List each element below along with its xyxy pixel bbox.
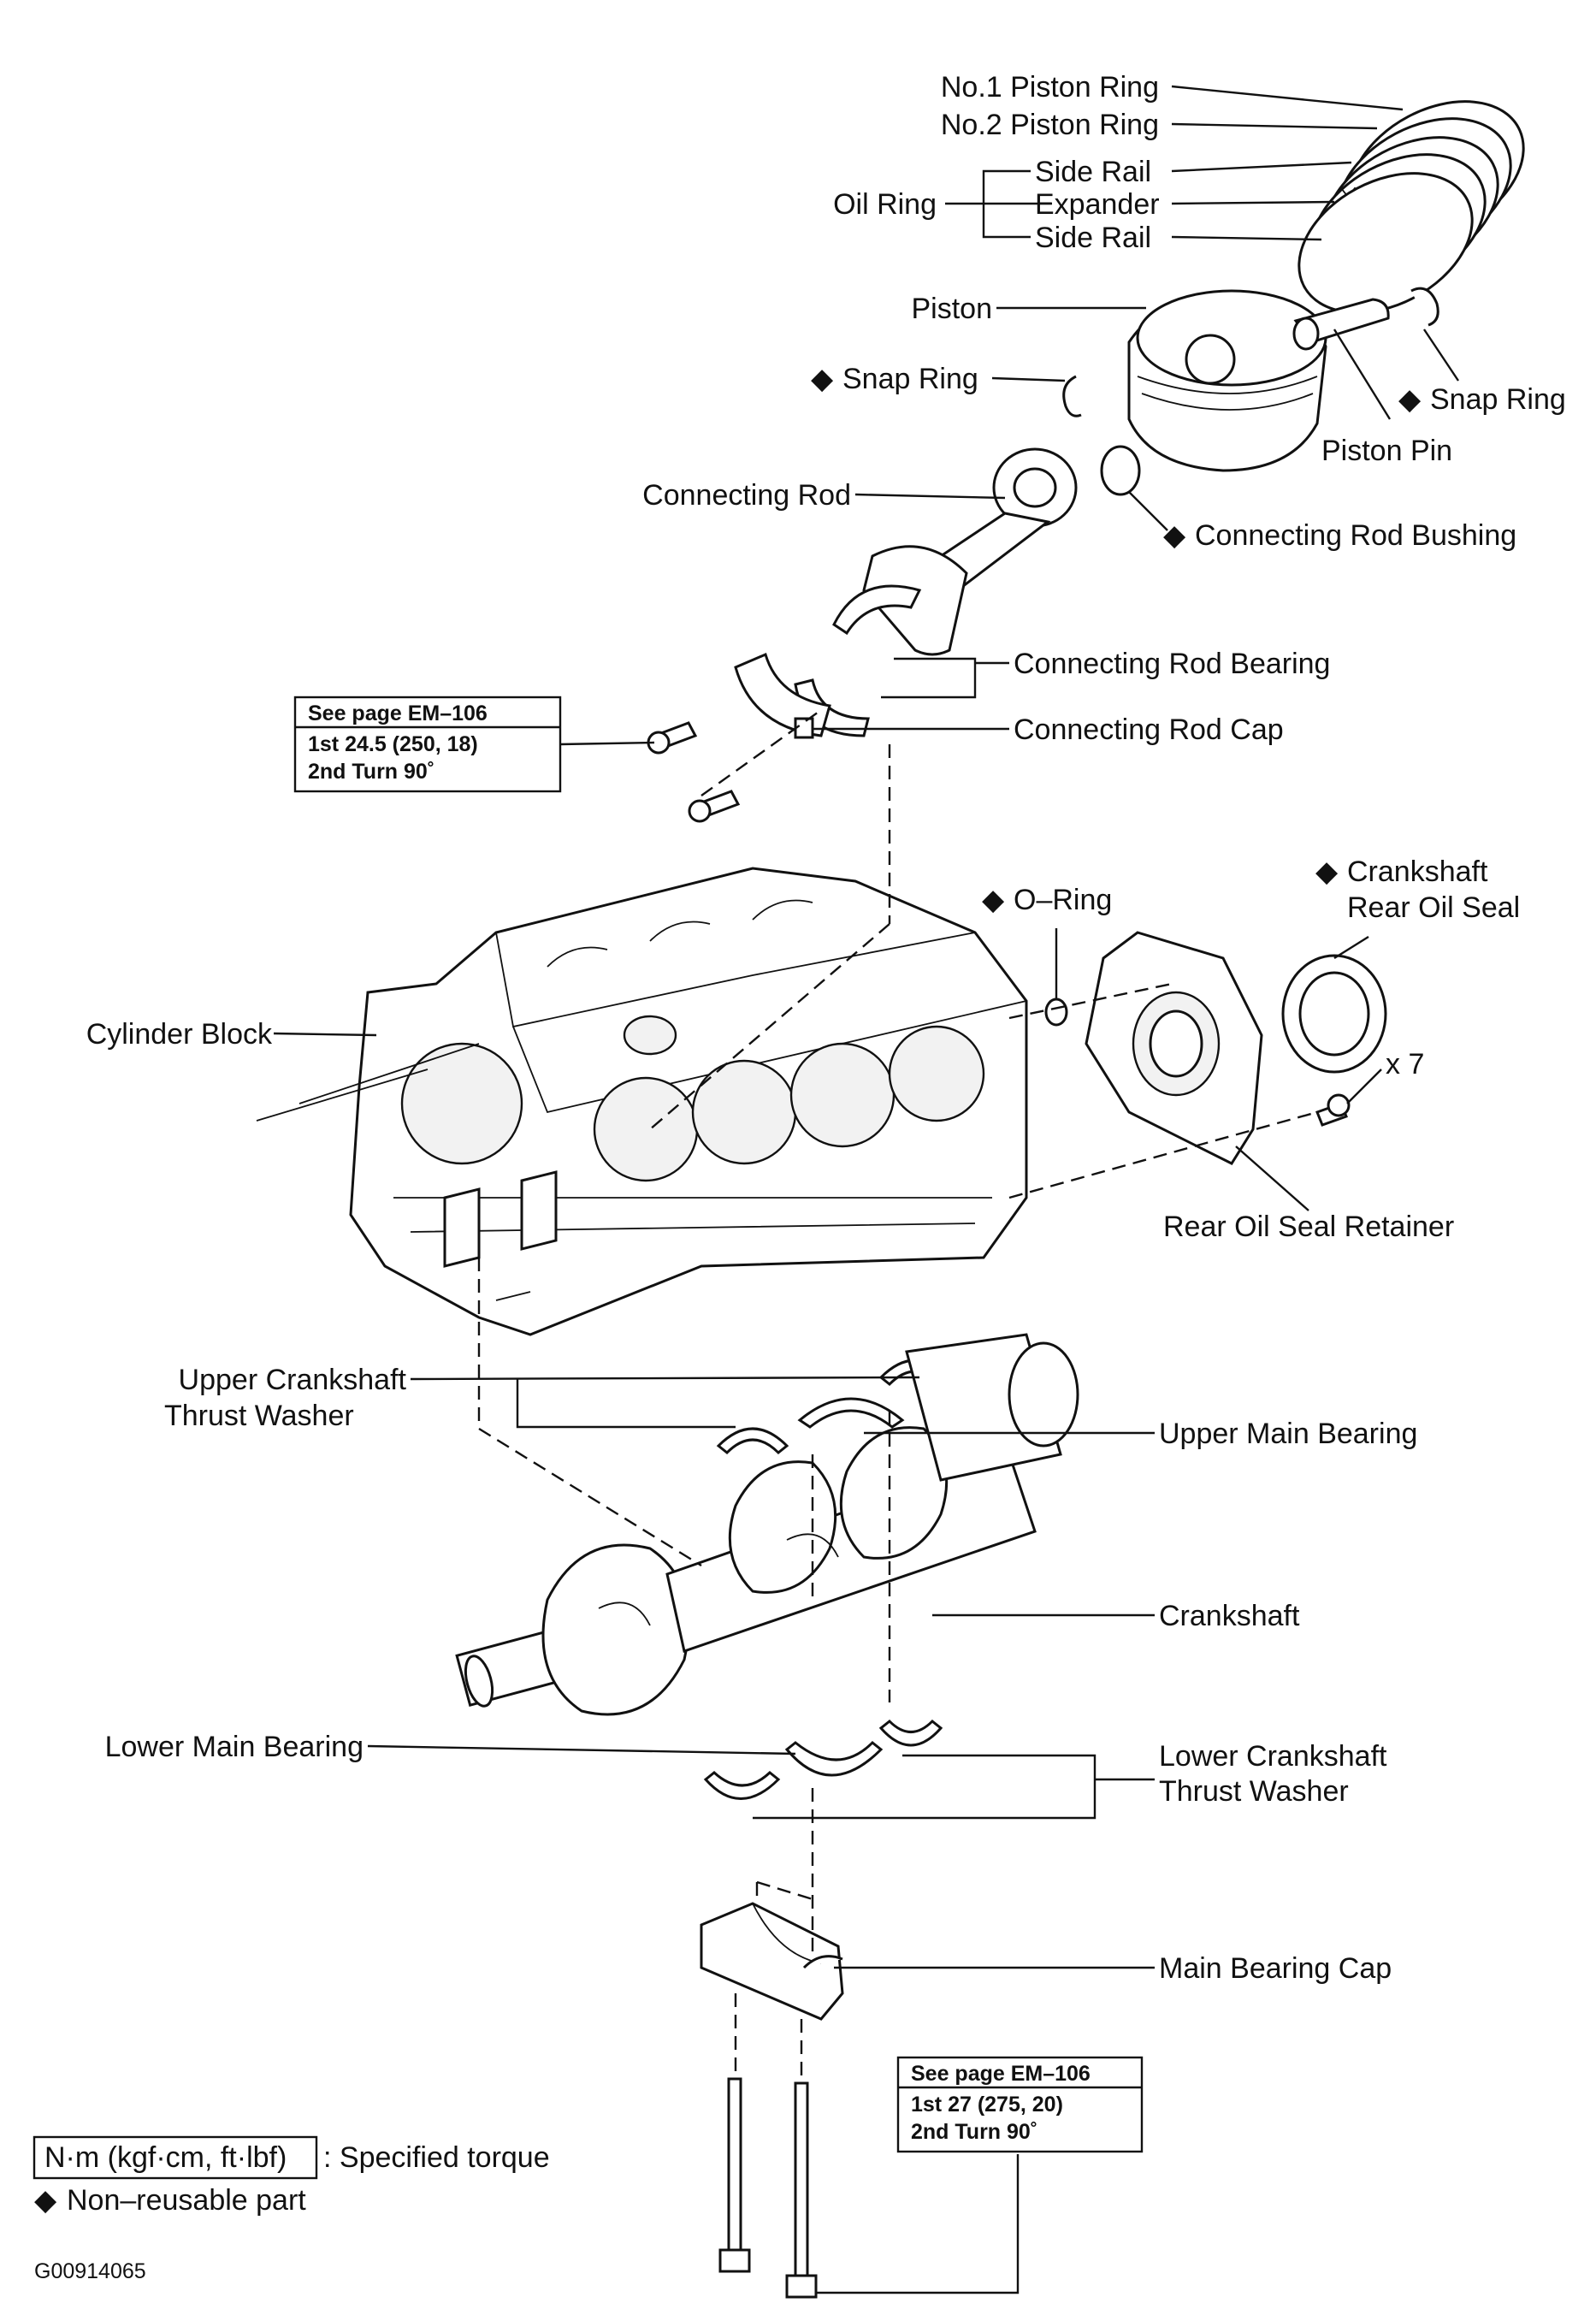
piston (1127, 289, 1327, 472)
label-side-rail-top: Side Rail (1035, 156, 1151, 188)
label-cylinder-block: Cylinder Block (86, 1018, 273, 1051)
label-connecting-rod-bearing: Connecting Rod Bearing (1014, 648, 1330, 680)
assembly-lines (477, 709, 1318, 2083)
label-connecting-rod-cap: Connecting Rod Cap (1014, 713, 1284, 746)
label-piston-ring-1: No.1 Piston Ring (941, 71, 1159, 104)
label-crankshaft-rear-oil-seal-l1: Crankshaft (1347, 856, 1488, 888)
label-side-rail-bottom: Side Rail (1035, 222, 1151, 254)
main-torque-step2: 2nd Turn 90˚ (911, 2120, 1037, 2144)
o-ring-shape (1044, 998, 1068, 1027)
connecting-rod-bushing-shape (1100, 445, 1141, 496)
legend-non-reusable: Non–reusable part (67, 2184, 306, 2217)
label-connecting-rod: Connecting Rod (642, 479, 851, 512)
label-upper-thrust-washer-l1: Upper Crankshaft (179, 1364, 407, 1396)
main-torque-title: See page EM–106 (911, 2062, 1091, 2086)
label-crankshaft-rear-oil-seal-l2: Rear Oil Seal (1347, 891, 1520, 924)
connecting-rod (862, 447, 1078, 656)
legend-marker: ◆ (34, 2184, 57, 2217)
part-labels: No.1 Piston Ring No.2 Piston Ring Side R… (86, 71, 1566, 1985)
lower-bearings (703, 1719, 943, 1800)
label-upper-main-bearing: Upper Main Bearing (1159, 1418, 1417, 1450)
main-bearing-cap-part (700, 1902, 844, 2021)
marker-connecting-rod-bushing: ◆ (1163, 519, 1186, 552)
rod-torque-step1: 1st 24.5 (250, 18) (308, 732, 478, 756)
piston-rings (1297, 100, 1525, 314)
label-rear-oil-seal-retainer: Rear Oil Seal Retainer (1163, 1211, 1454, 1243)
label-piston-ring-2: No.2 Piston Ring (941, 109, 1159, 141)
figure-id: G00914065 (34, 2259, 146, 2283)
label-crankshaft: Crankshaft (1159, 1600, 1300, 1632)
leader-lines (273, 85, 1459, 2294)
legend-torque-text: : Specified torque (323, 2141, 550, 2174)
main-bearing-bolts (718, 2077, 818, 2299)
rod-torque-step2: 2nd Turn 90˚ (308, 760, 434, 784)
piston-pin (1292, 298, 1390, 351)
label-main-bearing-cap: Main Bearing Cap (1159, 1952, 1392, 1985)
label-lower-thrust-washer-l1: Lower Crankshaft (1159, 1740, 1387, 1773)
main-torque-box: See page EM–106 1st 27 (275, 20) 2nd Tur… (896, 2056, 1144, 2153)
label-snap-ring-right: Snap Ring (1430, 383, 1566, 416)
label-snap-ring-left: Snap Ring (842, 363, 978, 395)
legend: N·m (kgf·cm, ft·lbf) : Specified torque … (33, 2135, 550, 2217)
snap-ring-left-shape (1062, 375, 1082, 417)
label-lower-thrust-washer-l2: Thrust Washer (1159, 1775, 1349, 1808)
crankshaft-part (455, 1333, 1079, 1716)
label-piston-pin: Piston Pin (1321, 435, 1452, 467)
marker-crankshaft-rear-oil-seal: ◆ (1315, 856, 1339, 888)
snap-ring-right-shape (1410, 287, 1439, 327)
label-connecting-rod-bushing: Connecting Rod Bushing (1195, 519, 1516, 552)
label-upper-thrust-washer-l2: Thrust Washer (164, 1400, 354, 1432)
label-oil-ring: Oil Ring (833, 188, 937, 221)
rod-torque-box: See page EM–106 1st 24.5 (250, 18) 2nd T… (293, 696, 562, 793)
crankshaft-rear-oil-seal (1281, 954, 1387, 1074)
marker-snap-ring-left: ◆ (811, 363, 834, 395)
label-x7: x 7 (1386, 1048, 1424, 1080)
rod-bolts (647, 721, 741, 823)
retainer-bolt (1315, 1093, 1351, 1127)
rear-oil-seal-retainer (1085, 931, 1263, 1165)
cylinder-block (256, 867, 1028, 1336)
marker-snap-ring-right: ◆ (1398, 383, 1422, 416)
label-piston: Piston (912, 293, 993, 325)
label-expander: Expander (1035, 188, 1160, 221)
label-o-ring: O–Ring (1014, 884, 1112, 916)
marker-o-ring: ◆ (982, 884, 1005, 916)
rod-torque-title: See page EM–106 (308, 702, 488, 725)
main-torque-step1: 1st 27 (275, 20) (911, 2093, 1063, 2117)
label-lower-main-bearing: Lower Main Bearing (105, 1731, 364, 1763)
legend-torque-unit: N·m (kgf·cm, ft·lbf) (44, 2141, 287, 2174)
